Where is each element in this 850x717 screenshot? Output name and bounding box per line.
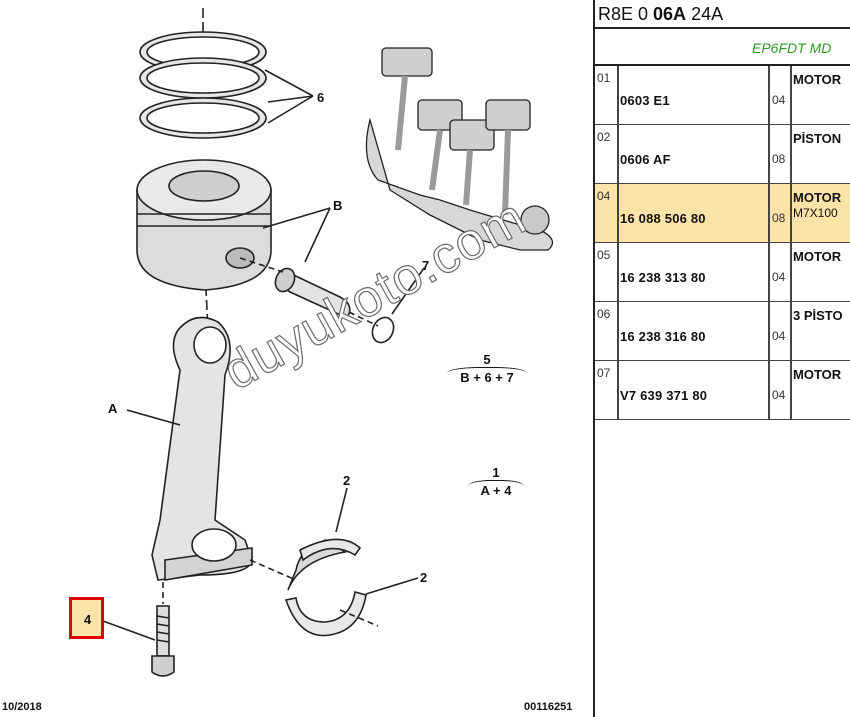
part-reference[interactable]: 0606 AF: [620, 152, 671, 167]
formula-5-expr: B + 6 + 7: [447, 367, 527, 385]
part-quantity: 08: [772, 211, 786, 225]
drawing-number: 00116251: [524, 701, 573, 713]
table-row-selected[interactable]: 04 16 088 506 80 08 MOTOR M7X100: [595, 184, 850, 243]
callout-bearing-lower: 2: [420, 570, 428, 585]
exploded-diagram: 6 B 7 A 2 2 4 5 B + 6 + 7 1 A + 4 duyuko…: [2, 8, 573, 713]
part-description: MOTOR: [793, 367, 842, 382]
part-quantity: 04: [772, 270, 786, 284]
callout-bearing-upper: 2: [343, 473, 351, 488]
diagram-drawing: [102, 8, 554, 677]
part-quantity: 08: [772, 152, 786, 166]
part-description: MOTOR: [793, 72, 842, 87]
row-index: 06: [597, 307, 611, 321]
part-reference[interactable]: 16 238 316 80: [620, 329, 706, 344]
callout-rings: 6: [317, 90, 325, 105]
table-row[interactable]: 06 16 238 316 80 04 3 PİSTO: [595, 302, 850, 361]
row-index: 05: [597, 248, 611, 262]
formula-1: 1 A + 4: [468, 465, 524, 498]
part-detail: M7X100: [793, 206, 838, 220]
model-code-suffix: 24A: [686, 4, 724, 24]
row-index: 01: [597, 71, 611, 85]
model-code-prefix: R8E 0: [598, 4, 654, 24]
callout-clip: 7: [422, 258, 430, 273]
part-reference[interactable]: 16 238 313 80: [620, 270, 706, 285]
callout-piston: B: [333, 198, 343, 213]
parts-panel: R8E 0 06A 24A EP6FDT MD 01 0603 E1 04 MO…: [595, 0, 850, 717]
part-quantity: 04: [772, 329, 786, 343]
callout-bolt: 4: [84, 612, 92, 627]
part-reference[interactable]: 0603 E1: [620, 93, 670, 108]
model-code-bold: 06A: [653, 4, 687, 24]
table-row[interactable]: 07 V7 639 371 80 04 MOTOR: [595, 361, 850, 420]
callout-rod: A: [108, 401, 118, 416]
parts-table: 01 0603 E1 04 MOTOR 02 0606 AF 08 PİSTON…: [595, 66, 850, 420]
diagram-date: 10/2018: [2, 701, 42, 713]
formula-1-number: 1: [492, 465, 500, 480]
table-row[interactable]: 02 0606 AF 08 PİSTON: [595, 125, 850, 184]
part-description: MOTOR: [793, 249, 842, 264]
row-index: 07: [597, 366, 611, 380]
panel-divider: [593, 0, 595, 717]
part-quantity: 04: [772, 93, 786, 107]
part-reference[interactable]: V7 639 371 80: [620, 388, 708, 403]
row-index: 02: [597, 130, 611, 144]
table-row[interactable]: 05 16 238 313 80 04 MOTOR: [595, 243, 850, 302]
selected-callout-box[interactable]: 4: [69, 597, 104, 639]
part-description: PİSTON: [793, 131, 842, 146]
table-row[interactable]: 01 0603 E1 04 MOTOR: [595, 66, 850, 125]
part-reference[interactable]: 16 088 506 80: [620, 211, 706, 226]
part-description: 3 PİSTO: [793, 308, 843, 323]
model-code: R8E 0 06A 24A: [598, 4, 723, 25]
formula-5-number: 5: [483, 352, 491, 367]
engine-header: EP6FDT MD: [595, 27, 850, 66]
formula-1-expr: A + 4: [468, 480, 524, 498]
formula-5: 5 B + 6 + 7: [447, 352, 527, 385]
part-description: MOTOR: [793, 190, 842, 205]
row-index: 04: [597, 189, 611, 203]
engine-code: EP6FDT MD: [752, 40, 832, 56]
part-quantity: 04: [772, 388, 786, 402]
